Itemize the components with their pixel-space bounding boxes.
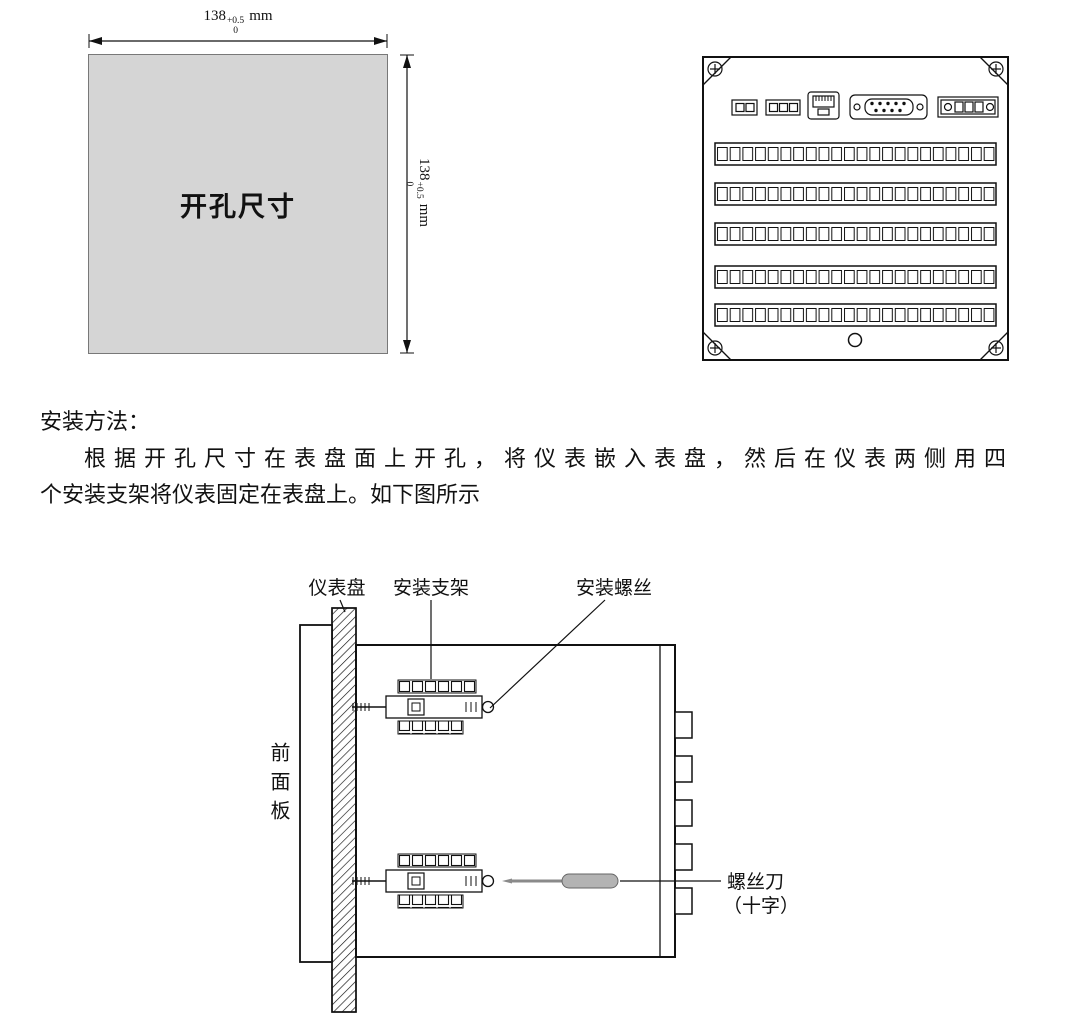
- front-bezel: [299, 624, 333, 963]
- screwdriver-label-line1: 螺丝刀: [727, 871, 784, 893]
- leader-lines: [339, 599, 721, 882]
- screwdriver: [502, 873, 619, 889]
- bottom-hole: [847, 332, 863, 348]
- instructions-line-2: 个安装支架将仪表固定在表盘上。如下图所示: [40, 482, 481, 507]
- panel-wall-hatched: [331, 607, 357, 1013]
- width-dimension-arrow: [88, 34, 388, 48]
- terminal-strip-3: [714, 222, 997, 246]
- connector-3pin-icon: [765, 99, 801, 116]
- height-dim-value: 138: [416, 158, 432, 181]
- terminal-strip-4: [714, 265, 997, 289]
- height-dimension-arrow: [400, 54, 414, 354]
- terminal-strip-1: [714, 142, 997, 166]
- terminal-strip-5: [714, 303, 997, 327]
- db9-connector-icon: [849, 94, 928, 120]
- height-dim-tol-upper: +0.5: [414, 181, 424, 199]
- front-panel-label: 前面板: [267, 742, 289, 829]
- screwdriver-label-line2: （十字）: [723, 895, 799, 917]
- width-dim-tol-lower: 0: [233, 25, 238, 36]
- rj45-port-icon: [807, 91, 840, 120]
- instructions-block: 安装方法： 根据开孔尺寸在表盘面上开孔，将仪表嵌入表盘，然后在仪表两侧用四 个安…: [40, 404, 1052, 514]
- panel-label: 仪表盘: [308, 577, 365, 599]
- corner-screw-icons: [707, 61, 1004, 356]
- cutout-square: 开孔尺寸: [88, 54, 388, 354]
- bracket-label: 安装支架: [393, 577, 469, 599]
- corner-cut-lines: [702, 56, 1009, 361]
- instructions-heading: 安装方法：: [40, 409, 151, 434]
- screw-label: 安装螺丝: [576, 577, 652, 599]
- height-dim-unit: mm: [416, 203, 432, 228]
- terminal-strip-2: [714, 182, 997, 206]
- rear-panel-diagram: [702, 56, 1009, 361]
- instructions-line-1: 根据开孔尺寸在表盘面上开孔，将仪表嵌入表盘，然后在仪表两侧用四: [84, 445, 1015, 471]
- height-dim-tol-lower: 0: [404, 181, 415, 187]
- cutout-square-label: 开孔尺寸: [180, 191, 296, 222]
- installation-diagram: 仪表盘 安装支架 安装螺丝 螺丝刀 （十字）: [299, 577, 799, 1013]
- width-dim-value: 138: [203, 8, 226, 24]
- power-terminal-icon: [937, 96, 999, 118]
- connector-2pin-icon: [731, 99, 758, 116]
- terminal-tabs: [674, 711, 693, 915]
- width-dim-unit: mm: [249, 8, 273, 24]
- width-dim-tol-upper: +0.5: [226, 16, 245, 26]
